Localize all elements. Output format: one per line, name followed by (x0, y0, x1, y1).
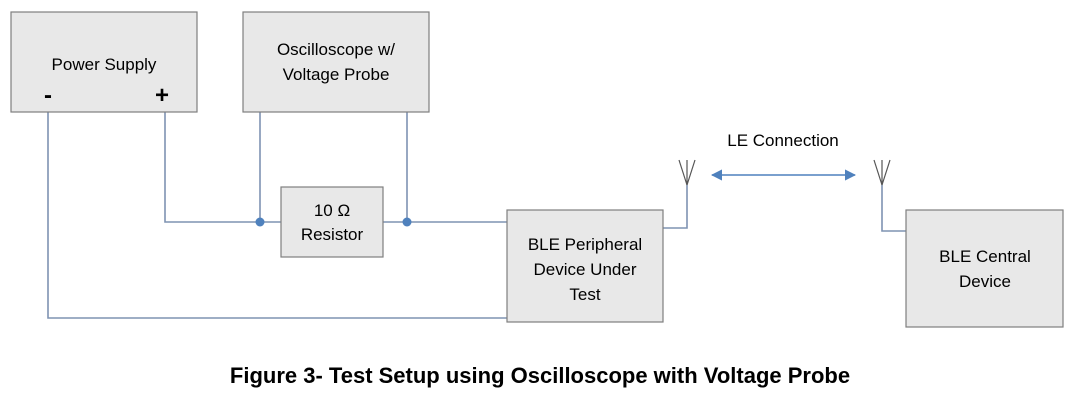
peripheral-antenna-icon (678, 159, 696, 186)
central-antenna-icon (873, 159, 891, 186)
peripheral-label-line2: Device Under (534, 260, 637, 279)
oscilloscope-node: Oscilloscope w/ Voltage Probe (242, 11, 430, 113)
power-supply-label: Power Supply (52, 55, 157, 74)
le-connection-link: LE Connection (710, 131, 857, 181)
peripheral-box (506, 209, 664, 323)
power-supply-minus-terminal: - (44, 82, 52, 109)
peripheral-label-line1: BLE Peripheral (528, 235, 642, 254)
resistor-box (280, 186, 384, 258)
central-label-line1: BLE Central (939, 247, 1031, 266)
power-supply-box (10, 11, 198, 113)
oscilloscope-label-line1: Oscilloscope w/ (277, 40, 395, 59)
resistor-node: 10 Ω Resistor (280, 186, 384, 258)
power-supply-node: Power Supply - + (10, 11, 198, 113)
peripheral-node: BLE Peripheral Device Under Test (506, 209, 664, 323)
wire-ground-return (47, 112, 507, 319)
figure-caption: Figure 3- Test Setup using Oscilloscope … (230, 363, 850, 388)
peripheral-label-line3: Test (569, 285, 600, 304)
wire-central-antenna (881, 185, 906, 232)
wire-positive (164, 112, 281, 223)
resistor-label-line2: Resistor (301, 225, 364, 244)
central-node: BLE Central Device (905, 209, 1064, 328)
oscilloscope-box (242, 11, 430, 113)
central-box (905, 209, 1064, 328)
oscilloscope-label-line2: Voltage Probe (283, 65, 390, 84)
resistor-label-line1: 10 Ω (314, 201, 350, 220)
wire-peripheral-antenna (663, 185, 688, 229)
junction-dot-right (402, 217, 412, 227)
power-supply-plus-terminal: + (155, 82, 169, 109)
le-connection-label: LE Connection (727, 131, 839, 150)
central-label-line2: Device (959, 272, 1011, 291)
junction-dot-left (255, 217, 265, 227)
